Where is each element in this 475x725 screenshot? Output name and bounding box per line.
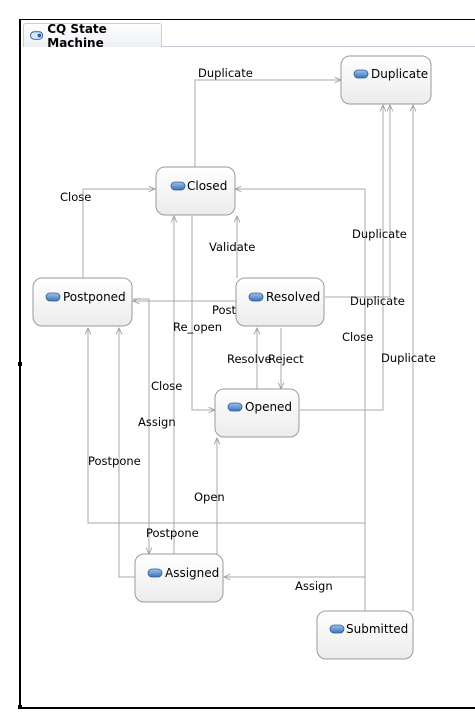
state-duplicate[interactable]: Duplicate [340, 55, 432, 105]
state-icon [147, 568, 163, 578]
transition-label: Duplicate [350, 294, 405, 308]
state-label: Postponed [63, 290, 126, 304]
transition-resolved-duplicate[interactable] [325, 105, 390, 298]
transition-label: Re_open [173, 320, 222, 334]
state-label: Duplicate [371, 67, 428, 81]
resize-handle[interactable] [18, 362, 22, 366]
transition-label: Postpone [146, 526, 199, 540]
transition-label: Assign [295, 579, 333, 593]
state-icon [227, 402, 243, 412]
transition-label: Close [151, 379, 182, 393]
transition-label: Duplicate [352, 227, 407, 241]
transition-closed-duplicate[interactable] [194, 80, 341, 167]
state-icon [353, 69, 369, 79]
transition-submitted-postponed[interactable] [88, 328, 366, 611]
transition-label: Validate [209, 240, 255, 254]
transition-label: Duplicate [198, 66, 253, 80]
state-icon [248, 292, 264, 302]
transition-closed-opened[interactable] [191, 216, 215, 410]
tab-underline [162, 46, 475, 47]
transitions [82, 80, 413, 611]
state-opened[interactable]: Opened [214, 388, 300, 438]
resize-handle[interactable] [18, 705, 22, 709]
transition-label: Close [342, 330, 373, 344]
transition-opened-duplicate[interactable] [300, 105, 383, 411]
transition-label: Duplicate [381, 351, 436, 365]
state-machine-icon [30, 31, 44, 40]
state-icon [45, 292, 61, 302]
transition-label: Postpone [88, 454, 141, 468]
state-label: Resolved [266, 290, 320, 304]
state-icon [170, 181, 186, 191]
transition-label: Reject [268, 352, 304, 366]
state-closed[interactable]: Closed [155, 166, 236, 216]
tab-cq-state-machine[interactable]: CQ State Machine [23, 21, 162, 50]
transition-label: Close [60, 190, 91, 204]
transition-assigned-postponed[interactable] [119, 328, 135, 578]
transition-postponed-assigned[interactable] [133, 298, 149, 554]
state-label: Assigned [165, 566, 219, 580]
state-postponed[interactable]: Postponed [32, 277, 133, 327]
transition-label: Assign [138, 415, 176, 429]
transition-submitted-closed[interactable] [235, 189, 366, 611]
state-icon [329, 624, 345, 634]
state-label: Opened [245, 400, 292, 414]
state-resolved[interactable]: Resolved [235, 277, 325, 327]
state-label: Submitted [346, 622, 408, 636]
transition-label: Open [194, 490, 225, 504]
transition-postponed-closed[interactable] [82, 189, 155, 278]
transition-label: Resolve [227, 352, 272, 366]
transition-labels: Duplicate Close Validate Duplicate Dupli… [60, 66, 436, 593]
state-submitted[interactable]: Submitted [316, 610, 414, 660]
tab-title: CQ State Machine [47, 21, 107, 50]
state-label: Closed [187, 179, 227, 193]
state-assigned[interactable]: Assigned [134, 553, 224, 603]
